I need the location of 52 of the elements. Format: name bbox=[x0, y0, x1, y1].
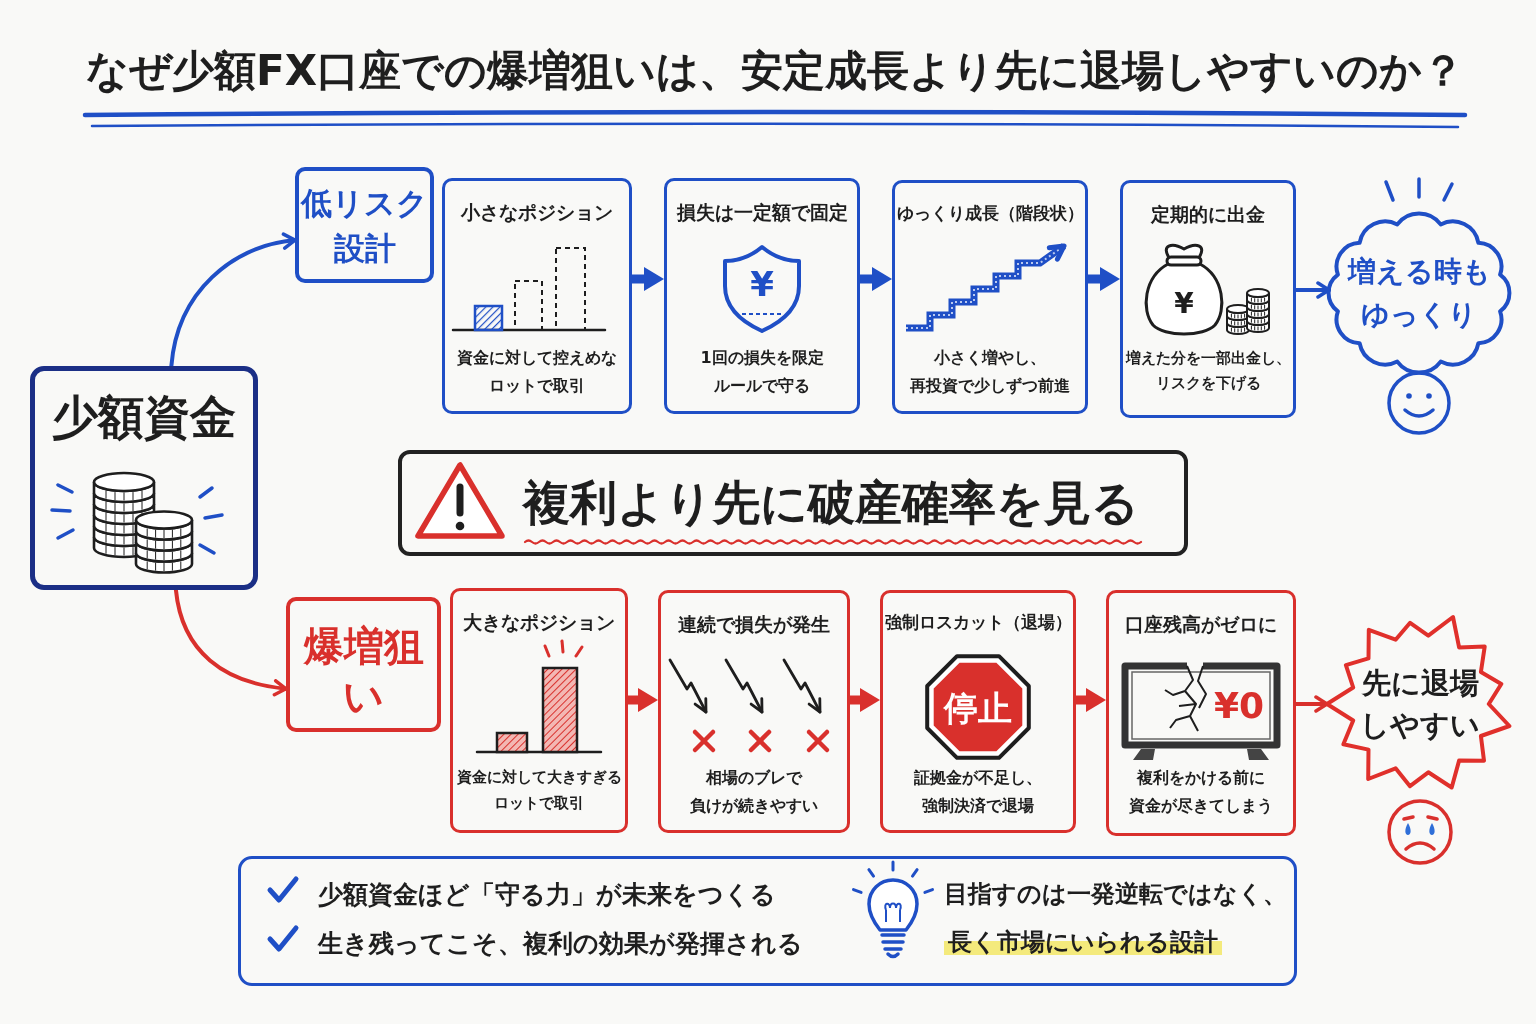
currency-sign: ¥ bbox=[750, 267, 774, 301]
step-card bbox=[450, 588, 628, 833]
card-heading: 小さなポジション bbox=[461, 200, 613, 225]
step-card bbox=[664, 178, 860, 414]
box-title: 低リスク設計 bbox=[301, 184, 428, 268]
card-heading: 損失は一定額で固定 bbox=[676, 200, 848, 225]
card-text: 増えた分を一部出金し、リスクを下げる bbox=[1125, 349, 1291, 394]
summary-text: 少額資金ほど「守る力」が未来をつくる bbox=[317, 878, 776, 911]
label-box bbox=[295, 167, 434, 283]
card-heading: 定期的に出金 bbox=[1151, 202, 1265, 227]
burst-text: 先に退場しやすい bbox=[1360, 665, 1480, 745]
arrow bbox=[169, 233, 297, 368]
arrow bbox=[173, 588, 288, 697]
cloud-text: 増える時もゆっくり bbox=[1347, 254, 1491, 334]
card-heading: 強制ロスカット（退場） bbox=[884, 612, 1072, 634]
banner-text: 複利より先に破産確率を見る bbox=[523, 474, 1139, 532]
box-title: 少額資金 bbox=[52, 389, 236, 446]
step-card bbox=[658, 590, 850, 833]
sign-text: 停止 bbox=[944, 691, 1012, 725]
card-heading: 口座残高がゼロに bbox=[1125, 612, 1277, 637]
card-text: 相場のブレで負けが続きやすい bbox=[690, 767, 818, 817]
card-text: 複利をかける前に資金が尽きてしまう bbox=[1129, 767, 1273, 817]
card-heading: 連続で損失が発生 bbox=[678, 612, 830, 637]
step-card bbox=[880, 590, 1076, 833]
card-heading: 大きなポジション bbox=[463, 610, 615, 635]
summary-box bbox=[238, 856, 1297, 986]
card-text: 証拠金が不足し、強制決済で退場 bbox=[914, 767, 1042, 817]
step-card bbox=[442, 178, 632, 414]
card-text: 1回の損失を限定ルールで守る bbox=[700, 347, 824, 397]
arrow bbox=[1088, 267, 1120, 291]
arrow bbox=[632, 267, 664, 291]
arrow bbox=[850, 688, 880, 712]
box-title: 爆増狙い bbox=[303, 622, 424, 721]
label-box bbox=[286, 597, 441, 732]
currency-sign: ¥ bbox=[1174, 290, 1194, 318]
cloud-bubble bbox=[1326, 210, 1512, 376]
arrow bbox=[628, 688, 658, 712]
step-card bbox=[892, 180, 1088, 414]
warning-banner bbox=[398, 450, 1188, 556]
card-text: 資金に対して控えめなロットで取引 bbox=[457, 347, 617, 397]
step-card bbox=[1106, 590, 1296, 836]
card-text: 小さく増やし、再投資で少しずつ前進 bbox=[910, 347, 1070, 397]
card-heading: ゆっくり成長（階段状） bbox=[896, 202, 1084, 225]
topic-box bbox=[30, 366, 258, 590]
step-card bbox=[1120, 180, 1296, 418]
arrow bbox=[1076, 688, 1106, 712]
arrow bbox=[860, 267, 892, 291]
summary-text: 生き残ってこそ、複利の効果が発揮される bbox=[317, 927, 803, 960]
arrow bbox=[1294, 695, 1329, 713]
title: なぜ少額FX口座での爆増狙いは、安定成長より先に退場しやすいのか？ bbox=[85, 45, 1465, 97]
screen-text: ¥0 bbox=[1213, 688, 1265, 724]
card-text: 資金に対して大きすぎるロットで取引 bbox=[456, 767, 622, 815]
